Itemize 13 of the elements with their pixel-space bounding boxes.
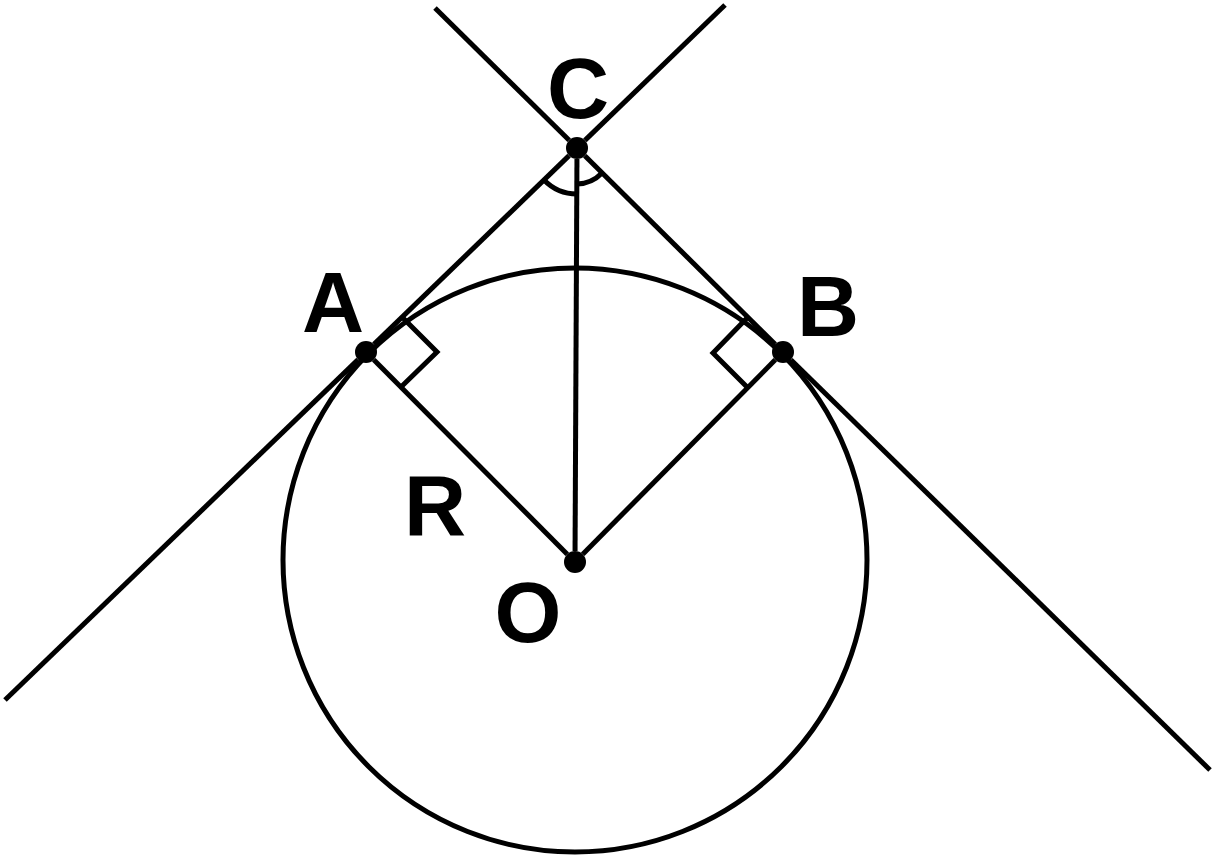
line-segment xyxy=(372,153,571,347)
point-label: O xyxy=(494,569,562,655)
line-segment xyxy=(3,357,360,702)
line-segment xyxy=(789,357,1212,772)
point-label: C xyxy=(546,45,610,131)
line-segment xyxy=(572,159,580,551)
point-label: A xyxy=(301,259,365,345)
point-label: B xyxy=(796,263,860,349)
line-segment xyxy=(372,358,569,556)
line-segment xyxy=(583,3,727,143)
line-segment xyxy=(580,358,778,556)
radius-label: R xyxy=(403,462,467,548)
line-segment xyxy=(433,6,571,143)
